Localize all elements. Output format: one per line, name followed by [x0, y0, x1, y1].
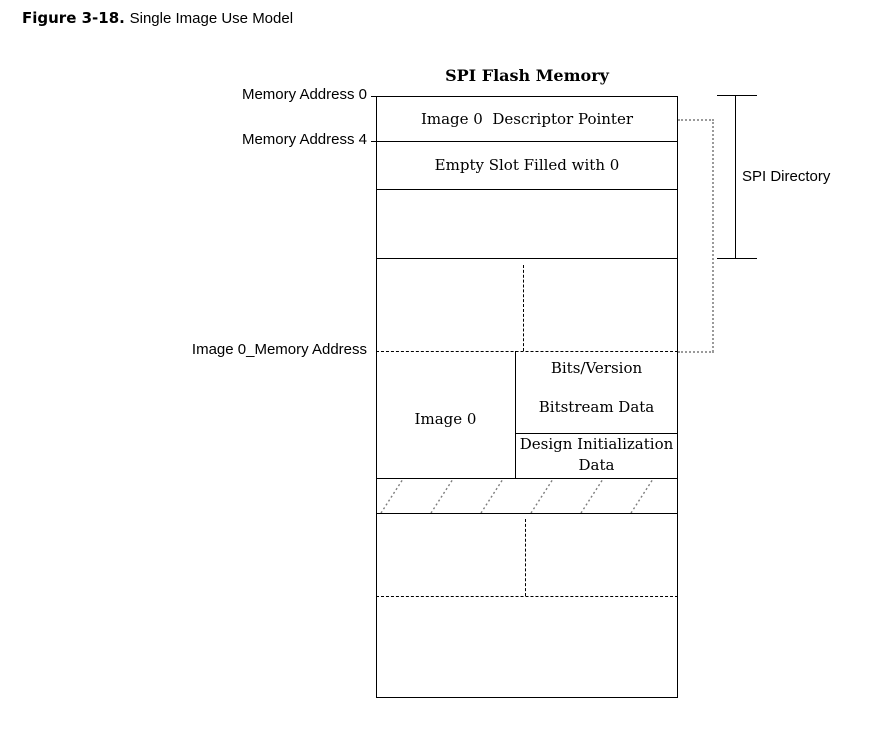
divider-image-0-split — [515, 351, 516, 478]
label-image-0-memory-address: Image 0_Memory Address — [191, 341, 367, 358]
spi-directory-bracket-bottom — [717, 258, 757, 259]
spi-directory-label: SPI Directory — [742, 168, 831, 185]
figure-caption: Figure 3-18. Single Image Use Model — [22, 8, 293, 29]
divider-image-bottom — [376, 478, 678, 479]
cell-design-initialization-data: Design Initialization Data — [519, 435, 674, 474]
tick-dashed-lower — [525, 519, 526, 596]
divider-hatch-bottom — [376, 513, 678, 514]
cell-image-0: Image 0 — [414, 410, 477, 428]
tick-dashed-upper — [523, 265, 524, 351]
divider-image-0-start — [376, 351, 678, 352]
leader-memory-address-4 — [371, 141, 378, 142]
divider-row-1 — [376, 141, 678, 142]
spi-directory-bracket-top — [717, 95, 757, 96]
pointer-line-bottom — [678, 351, 714, 353]
hatched-band — [377, 479, 677, 513]
cell-descriptor-pointer: Image 0 Descriptor Pointer — [420, 110, 634, 128]
divider-row-3 — [376, 258, 678, 259]
pointer-line-top — [678, 119, 714, 121]
spi-directory-bracket-stem — [735, 95, 736, 258]
divider-row-2 — [376, 189, 678, 190]
memory-map-outline — [376, 96, 678, 698]
label-memory-address-0: Memory Address 0 — [241, 86, 367, 103]
pointer-line-vertical — [712, 119, 714, 352]
label-memory-address-4: Memory Address 4 — [241, 131, 367, 148]
divider-design-init — [515, 433, 678, 434]
leader-memory-address-0 — [371, 96, 378, 97]
figure-title: Single Image Use Model — [129, 10, 294, 27]
cell-bits-version: Bits/Version — [550, 359, 643, 377]
figure-number: Figure 3-18. — [22, 9, 125, 27]
diagram-title: SPI Flash Memory — [445, 66, 609, 85]
divider-lower-dashed — [376, 596, 678, 597]
cell-empty-slot: Empty Slot Filled with 0 — [434, 156, 620, 174]
cell-bitstream-data: Bitstream Data — [538, 398, 655, 416]
